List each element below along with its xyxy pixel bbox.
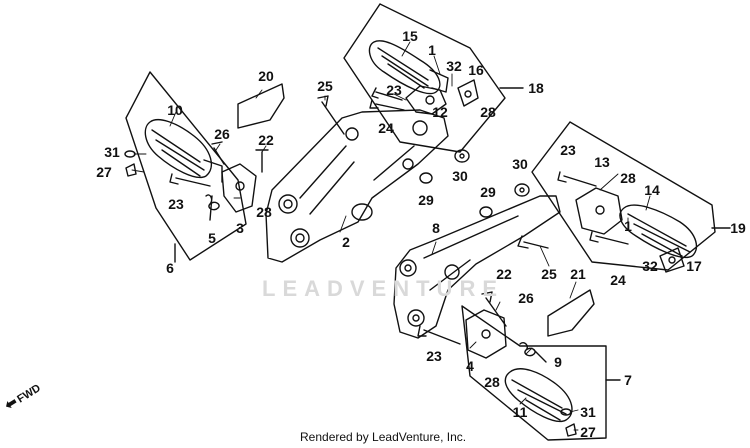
callout-20: 20 [258, 68, 274, 84]
callout-8: 8 [432, 220, 440, 236]
callout-15: 15 [402, 28, 418, 44]
callout-29: 29 [480, 184, 496, 200]
callout-7: 7 [624, 372, 632, 388]
lower-frame-bracket-8 [393, 195, 561, 339]
callout-11: 11 [512, 404, 528, 420]
callout-23: 23 [426, 348, 442, 364]
peg-bracket-12 [405, 85, 447, 115]
callout-22: 22 [496, 266, 512, 282]
callout-32: 32 [642, 258, 658, 274]
plate-17 [659, 247, 685, 273]
bolt-22-left [255, 149, 269, 173]
nut-30-b [514, 183, 530, 197]
callout-23: 23 [560, 142, 576, 158]
pin-27-left [125, 163, 137, 177]
footpeg-left-10 [144, 118, 223, 183]
nut-29-b [479, 206, 493, 218]
watermark-text: LEADVENTURE [262, 276, 505, 301]
callout-18: 18 [528, 80, 544, 96]
nut-30-a [454, 149, 470, 163]
bracket-outline-7 [461, 305, 607, 441]
callout-24: 24 [378, 120, 394, 136]
callout-24: 24 [610, 272, 626, 288]
callout-23: 23 [168, 196, 184, 212]
washer-31-left [124, 150, 136, 158]
bolt-23-upper [371, 87, 403, 101]
footpeg-right-14 [619, 204, 698, 258]
callout-25: 25 [317, 78, 333, 94]
callout-1: 1 [624, 218, 632, 234]
nut-29-a [419, 172, 433, 184]
footpeg-upper-15 [368, 40, 449, 95]
callout-14: 14 [644, 182, 660, 198]
callout-28: 28 [256, 204, 272, 220]
bolt-23-left [169, 173, 211, 187]
bolt-26-left [211, 141, 225, 165]
callout-10: 10 [167, 102, 183, 118]
callout-30: 30 [512, 156, 528, 172]
peg-bracket-3 [221, 163, 257, 213]
callout-21: 21 [570, 266, 586, 282]
callout-19: 19 [730, 220, 746, 236]
main-frame-bracket-2 [265, 109, 449, 263]
bolt-23-lower [417, 325, 461, 345]
callout-22: 22 [258, 132, 274, 148]
callout-17: 17 [686, 258, 702, 274]
bolt-24-right [589, 231, 629, 245]
callout-4: 4 [466, 358, 474, 374]
callout-1: 1 [428, 42, 436, 58]
bracket-outline-19 [531, 121, 716, 271]
bracket-outline-6 [125, 71, 247, 261]
spring-9 [519, 341, 547, 363]
bolt-25-upper [317, 95, 345, 135]
plate-16 [457, 79, 479, 107]
footpeg-lower-11 [504, 368, 573, 423]
callout-3: 3 [236, 220, 244, 236]
callout-16: 16 [468, 62, 484, 78]
callout-27: 27 [580, 424, 596, 440]
bracket-plate-20 [237, 83, 285, 129]
callout-28: 28 [484, 374, 500, 390]
bracket-outline-18 [343, 3, 506, 153]
callout-32: 32 [446, 58, 462, 74]
callout-23: 23 [386, 82, 402, 98]
callout-31: 31 [104, 144, 120, 160]
callout-13: 13 [594, 154, 610, 170]
callout-27: 27 [96, 164, 112, 180]
peg-bracket-13 [575, 187, 623, 235]
callout-25: 25 [541, 266, 557, 282]
callout-28: 28 [480, 104, 496, 120]
pin-27 [565, 423, 577, 437]
spring-5 [205, 194, 220, 221]
bolt-25-lower [517, 235, 549, 249]
callout-5: 5 [208, 230, 216, 246]
callout-9: 9 [554, 354, 562, 370]
callout-2: 2 [342, 234, 350, 250]
callout-30: 30 [452, 168, 468, 184]
credit-text: Rendered by LeadVenture, Inc. [300, 430, 467, 444]
callout-6: 6 [166, 260, 174, 276]
callout-28: 28 [620, 170, 636, 186]
callout-12: 12 [432, 104, 448, 120]
bolt-24-upper [369, 99, 405, 111]
callout-29: 29 [418, 192, 434, 208]
peg-bracket-4 [465, 309, 507, 359]
callout-26: 26 [214, 126, 230, 142]
callout-26: 26 [518, 290, 534, 306]
callout-31: 31 [580, 404, 596, 420]
bolt-22-lower [481, 291, 507, 327]
bracket-plate-21 [547, 289, 595, 337]
leader-lines [131, 41, 651, 431]
bolt-23-right [557, 171, 597, 187]
